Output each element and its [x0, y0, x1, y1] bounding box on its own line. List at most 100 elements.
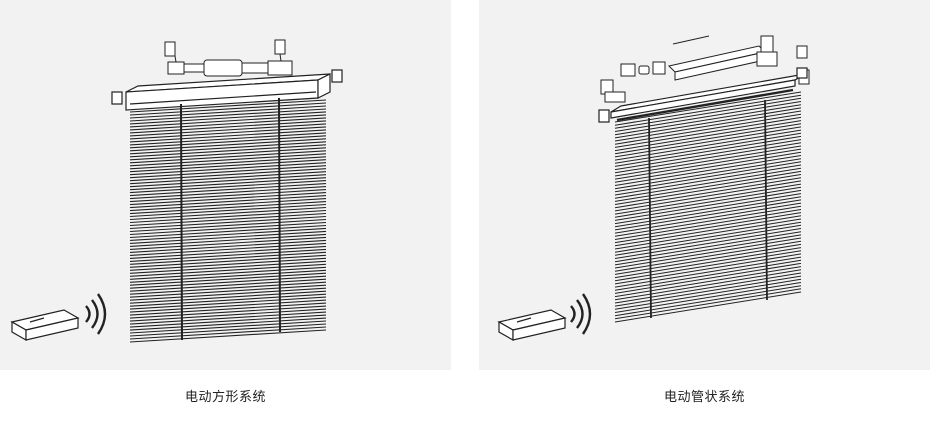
blind-slat: [129, 278, 327, 292]
blind-slat: [614, 224, 802, 256]
blind-slat: [129, 159, 327, 173]
blind-slat: [129, 195, 327, 209]
blind-slat: [614, 135, 802, 167]
blind-slat: [129, 120, 327, 134]
blind-slat: [129, 290, 327, 304]
blind-slat: [129, 287, 327, 301]
blind-slat: [129, 329, 327, 343]
blind-slat: [129, 153, 327, 167]
blind-slat: [614, 250, 802, 282]
blind-slat: [129, 251, 327, 265]
blind-slat: [614, 189, 802, 221]
blind-slat: [129, 218, 327, 233]
blind-slat: [129, 117, 327, 131]
blind-slat: [614, 196, 802, 228]
blind-slat: [614, 240, 802, 272]
blind-slat: [614, 282, 802, 313]
motor-assembly: [164, 39, 293, 77]
blind-slat: [614, 132, 802, 164]
blind-slat: [614, 142, 802, 174]
blind-slat: [614, 262, 802, 294]
blind-illustration-tubular: [497, 35, 810, 342]
blind-slat: [129, 147, 327, 161]
blind-slat: [129, 308, 327, 322]
blind-slat: [129, 260, 327, 274]
blind-slat: [129, 221, 327, 236]
blind-slat: [614, 234, 802, 266]
blind-slat: [129, 123, 327, 137]
blind-slat: [129, 189, 327, 203]
blind-slat: [614, 218, 802, 250]
blind-slat: [129, 305, 327, 319]
blind-slat: [614, 120, 802, 152]
blind-slat: [614, 145, 802, 177]
blind-slat: [129, 212, 327, 227]
blind-slat: [129, 209, 327, 224]
blind-slat: [129, 311, 327, 325]
blind-slat: [129, 138, 327, 152]
blind-slat: [614, 151, 802, 183]
blind-slat: [129, 171, 327, 185]
product-caption-square-system: 电动方形系统: [184, 390, 266, 405]
blind-slat: [129, 296, 327, 310]
blind-slat: [614, 237, 802, 269]
blind-slat: [129, 114, 327, 128]
blind-slat: [614, 116, 802, 148]
blind-slat: [129, 186, 327, 200]
blind-slat: [129, 177, 327, 191]
blind-slat: [129, 230, 327, 244]
blind-slat: [614, 129, 802, 161]
blind-slat: [614, 167, 802, 199]
blind-slat: [129, 233, 327, 247]
blind-slat: [614, 199, 802, 231]
blind-slat: [614, 231, 802, 263]
blind-slat: [614, 123, 802, 155]
blind-slat: [614, 110, 802, 142]
blind-slat: [129, 102, 327, 116]
blind-slat: [129, 236, 327, 250]
blind-slat: [614, 177, 802, 209]
blind-slat: [129, 302, 327, 316]
blind-slat: [129, 284, 327, 298]
blind-slat: [614, 278, 802, 310]
blind-slat: [129, 269, 327, 283]
blind-slat: [614, 97, 802, 129]
blind-slat: [614, 209, 802, 240]
blind-slat: [129, 320, 327, 334]
blind-slat: [129, 257, 327, 271]
signal-waves-icon: [570, 293, 592, 335]
blind-slat: [614, 180, 802, 212]
blind-slat: [129, 227, 327, 241]
remote-control-icon: [497, 309, 567, 342]
blind-slat: [614, 275, 802, 307]
blind-slat: [129, 206, 327, 221]
ladder-cords: [648, 99, 768, 319]
blind-slat: [614, 164, 802, 196]
product-panel-tubular-system: [479, 0, 930, 370]
blind-slat: [129, 275, 327, 289]
blind-slat: [614, 269, 802, 301]
blind-slat: [614, 126, 802, 158]
blind-slat: [129, 203, 327, 218]
blind-slat: [614, 256, 802, 288]
blind-slat: [614, 101, 802, 132]
blind-slat: [614, 107, 802, 139]
blind-slat: [129, 126, 327, 140]
blind-slat: [129, 266, 327, 280]
blind-slat: [614, 285, 802, 317]
blind-illustration-square: [10, 39, 343, 343]
blind-slat: [614, 170, 802, 202]
blind-slat: [129, 281, 327, 295]
blind-slat: [614, 205, 802, 237]
blind-slat: [129, 314, 327, 328]
blind-slat: [129, 326, 327, 340]
blind-slat: [129, 201, 327, 215]
blind-slat: [129, 198, 327, 212]
blind-slat: [129, 141, 327, 155]
blind-slat: [614, 247, 802, 279]
blind-slat: [129, 239, 327, 253]
product-panel-square-system: [0, 0, 451, 370]
blind-slat: [129, 323, 327, 337]
blind-slat: [129, 215, 327, 230]
